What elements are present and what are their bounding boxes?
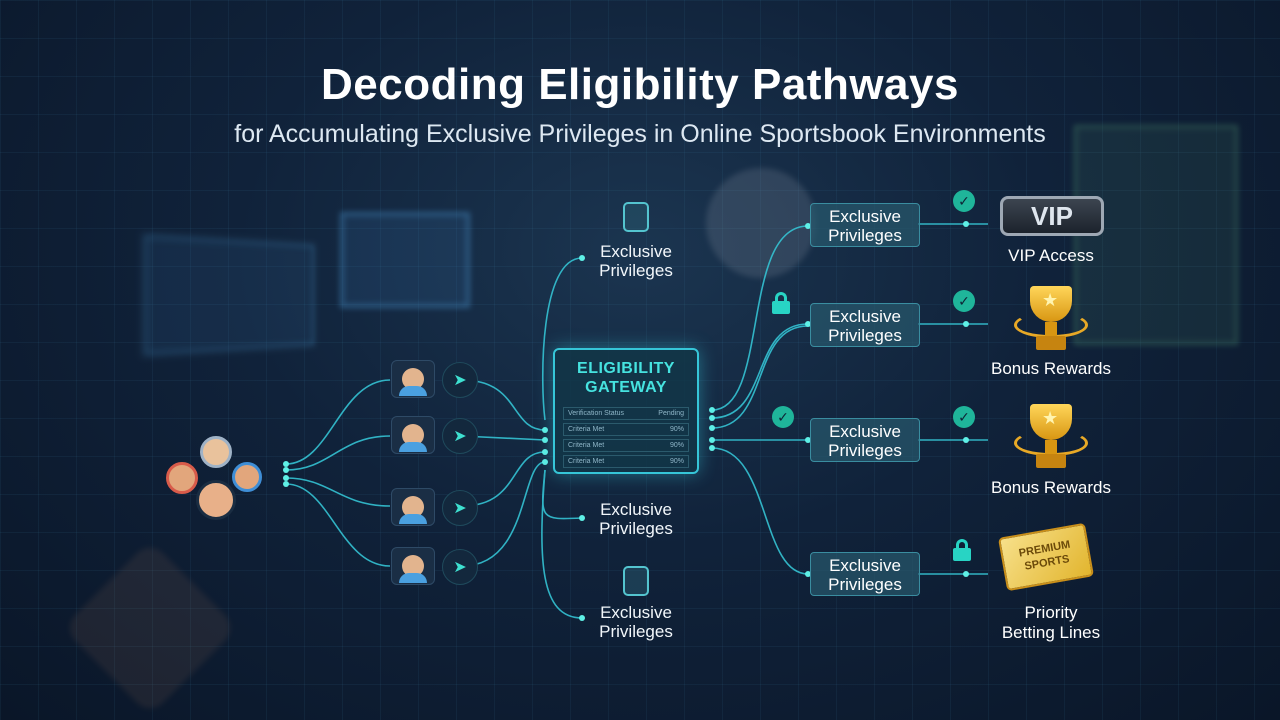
gateway-row-label: Criteria Met: [568, 426, 605, 433]
privilege-line2: Privileges: [828, 441, 902, 460]
bonus-rewards-label: Bonus Rewards: [990, 478, 1111, 497]
privilege-line2: Privileges: [828, 575, 902, 594]
mid-branch-line1: Exclusive: [600, 603, 672, 622]
check-icon: ✓: [953, 406, 975, 428]
gateway-title: ELIGIBILITY GATEWAY: [555, 359, 697, 397]
gateway-row: Criteria Met 90%: [563, 455, 689, 468]
verify-node-icon: ➤: [442, 362, 478, 398]
baseball-deco: [706, 168, 816, 278]
gateway-row-value: Pending: [658, 410, 684, 417]
mid-branch-line2: Privileges: [599, 261, 673, 280]
gateway-row-label: Criteria Met: [568, 458, 605, 465]
privilege-line2: Privileges: [828, 226, 902, 245]
gateway-row-value: 90%: [669, 442, 684, 449]
user-avatar: [391, 488, 435, 526]
mid-branch-line1: Exclusive: [600, 500, 672, 519]
check-icon: ✓: [953, 190, 975, 212]
verify-node-icon: ➤: [442, 490, 478, 526]
gateway-row: Criteria Met 90%: [563, 423, 689, 436]
lock-icon: [772, 292, 790, 314]
document-icon: [623, 202, 649, 232]
user-avatar: [391, 360, 435, 398]
privilege-box: Exclusive Privileges: [810, 203, 920, 247]
vip-access-label: VIP Access: [1008, 246, 1094, 265]
basketball-hoop-deco: [340, 212, 470, 308]
mid-branch-line2: Privileges: [599, 622, 673, 641]
gateway-row-label: Verification Status: [568, 410, 625, 417]
page-title: Decoding Eligibility Pathways: [321, 60, 959, 109]
user-avatar: [391, 416, 435, 454]
football-field-deco: [1074, 125, 1238, 345]
bonus-rewards-label: Bonus Rewards: [990, 359, 1111, 378]
gateway-title-line2: GATEWAY: [585, 379, 667, 396]
user-avatar: [391, 547, 435, 585]
privilege-line1: Exclusive: [829, 307, 901, 326]
mid-branch-label: Exclusive Privileges: [576, 500, 696, 538]
trophy-icon: ★: [1014, 404, 1088, 474]
verify-node-icon: ➤: [442, 418, 478, 454]
gateway-row: Criteria Met 90%: [563, 439, 689, 452]
page-subtitle: for Accumulating Exclusive Privileges in…: [234, 120, 1046, 148]
gateway-row-label: Criteria Met: [568, 442, 605, 449]
mid-branch-line1: Exclusive: [600, 242, 672, 261]
mid-branch-line2: Privileges: [599, 519, 673, 538]
privilege-line1: Exclusive: [829, 422, 901, 441]
eligibility-gateway: ELIGIBILITY GATEWAY Verification Status P…: [553, 348, 699, 474]
verify-node-icon: ➤: [442, 549, 478, 585]
privilege-box: Exclusive Privileges: [810, 552, 920, 596]
trophy-icon: ★: [1014, 286, 1088, 356]
priority-betting-label: Priority Betting Lines: [971, 603, 1131, 643]
check-icon: ✓: [953, 290, 975, 312]
privilege-line1: Exclusive: [829, 207, 901, 226]
gateway-row-value: 90%: [669, 426, 684, 433]
privilege-line1: Exclusive: [829, 556, 901, 575]
lock-icon: [953, 539, 971, 561]
document-icon: [623, 566, 649, 596]
gateway-row: Verification Status Pending: [563, 407, 689, 420]
user-group-icon: [160, 436, 270, 532]
privilege-line2: Privileges: [828, 326, 902, 345]
privilege-box: Exclusive Privileges: [810, 303, 920, 347]
mid-branch-label: Exclusive Privileges: [576, 242, 696, 280]
gateway-title-line1: ELIGIBILITY: [577, 360, 675, 377]
vip-badge-icon: VIP: [1000, 196, 1104, 236]
priority-line1: Priority: [1024, 603, 1078, 622]
gateway-status-list: Verification Status Pending Criteria Met 9…: [563, 407, 689, 468]
priority-line2: Betting Lines: [1001, 623, 1101, 642]
privilege-box: Exclusive Privileges: [810, 418, 920, 462]
gateway-row-value: 90%: [669, 458, 684, 465]
check-icon: ✓: [772, 406, 794, 428]
mid-branch-label: Exclusive Privileges: [576, 603, 696, 641]
